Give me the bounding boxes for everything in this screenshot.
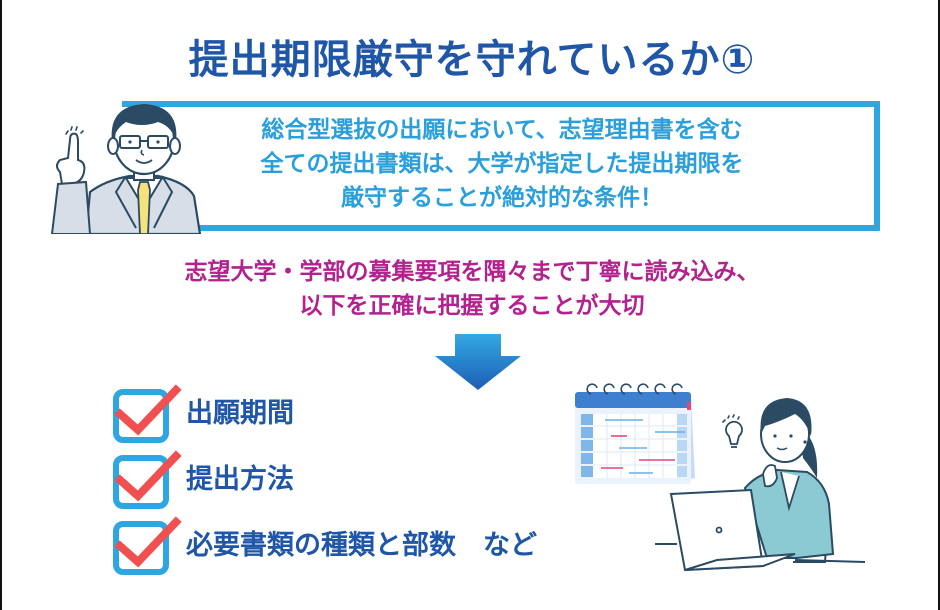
checklist-item: 必要書類の種類と部数 など — [110, 516, 590, 576]
emphasis-line: 以下を正確に把握することが大切 — [299, 293, 645, 319]
callout-text: 総合型選抜の出願において、志望理由書を含む 全ての提出書類は、大学が指定した提出… — [142, 113, 862, 215]
checklist-label: 提出方法 — [186, 464, 294, 495]
emphasis-line: 志望大学・学部の募集要項を隅々まで丁寧に読み込み、 — [184, 259, 760, 285]
down-arrow-icon — [435, 334, 521, 390]
checkmark-icon — [114, 516, 182, 568]
slide-title: 提出期限厳守を守れているか① — [188, 37, 756, 83]
callout-line: 総合型選抜の出願において、志望理由書を含む — [261, 117, 743, 143]
teacher-illustration — [50, 104, 202, 234]
checkmark-icon — [114, 384, 182, 436]
checklist-item: 提出方法 — [110, 450, 590, 510]
checkmark-icon — [114, 450, 182, 502]
checkbox-icon — [113, 389, 169, 443]
callout-line: 全ての提出書類は、大学が指定した提出期限を — [260, 151, 744, 177]
checklist-item: 出願期間 — [110, 384, 590, 444]
callout-line: 厳守することが絶対的な条件！ — [341, 185, 663, 211]
checklist-label: 出願期間 — [186, 398, 294, 429]
emphasis-text: 志望大学・学部の募集要項を隅々まで丁寧に読み込み、 以下を正確に把握することが大… — [2, 255, 940, 323]
checklist-label: 必要書類の種類と部数 など — [186, 530, 537, 561]
callout-box — [122, 101, 880, 231]
woman-laptop-calendar-illustration — [575, 383, 866, 572]
